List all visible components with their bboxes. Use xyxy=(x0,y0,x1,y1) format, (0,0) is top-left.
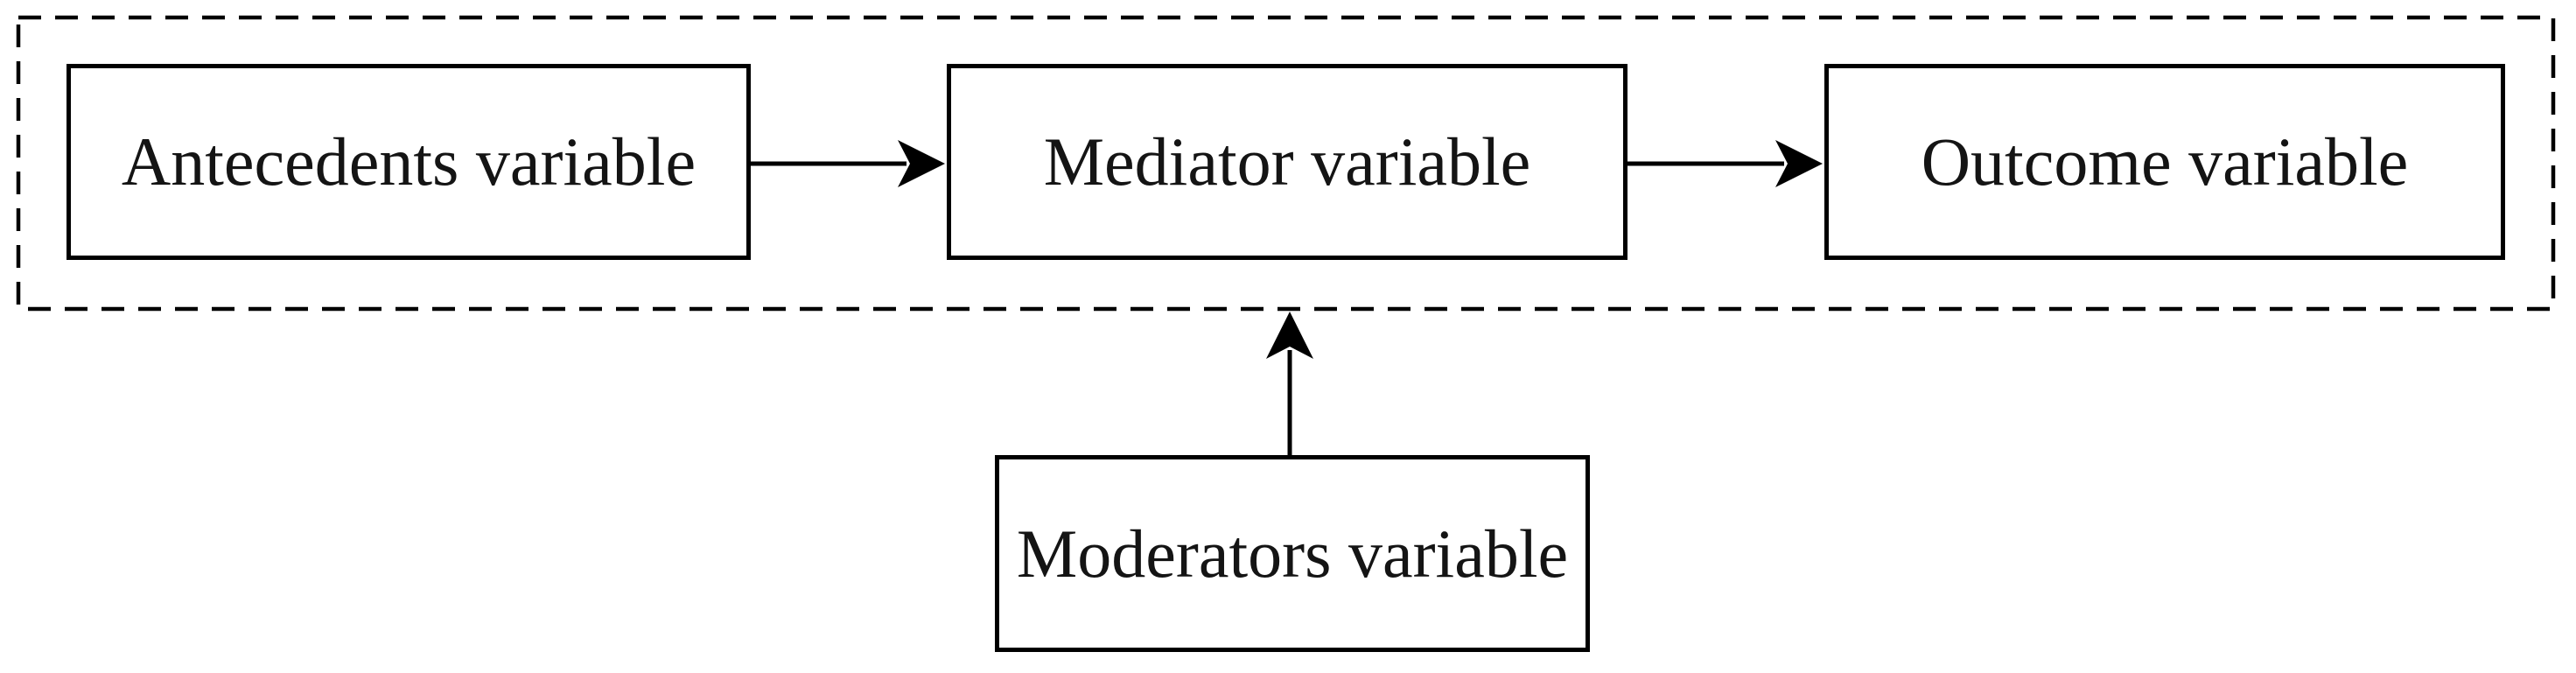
arrow-moderators-to-mediator xyxy=(1266,312,1313,456)
dashed-boundary-box xyxy=(16,15,2556,312)
node-label: Outcome variable xyxy=(1921,123,2409,200)
arrow-mediator-to-outcome xyxy=(1628,140,1823,187)
node-label: Moderators variable xyxy=(1016,515,1569,592)
node-mediator-variable: Mediator variable xyxy=(947,64,1628,260)
arrowhead-right-icon xyxy=(898,140,945,187)
arrowhead-right-icon xyxy=(1775,140,1823,187)
arrowhead-up-icon xyxy=(1266,312,1313,359)
arrow-antecedents-to-mediator xyxy=(751,140,945,187)
node-label: Mediator variable xyxy=(1043,123,1531,200)
node-label: Antecedents variable xyxy=(121,123,696,200)
node-outcome-variable: Outcome variable xyxy=(1824,64,2505,260)
node-antecedents-variable: Antecedents variable xyxy=(66,64,751,260)
node-moderators-variable: Moderators variable xyxy=(995,455,1590,652)
